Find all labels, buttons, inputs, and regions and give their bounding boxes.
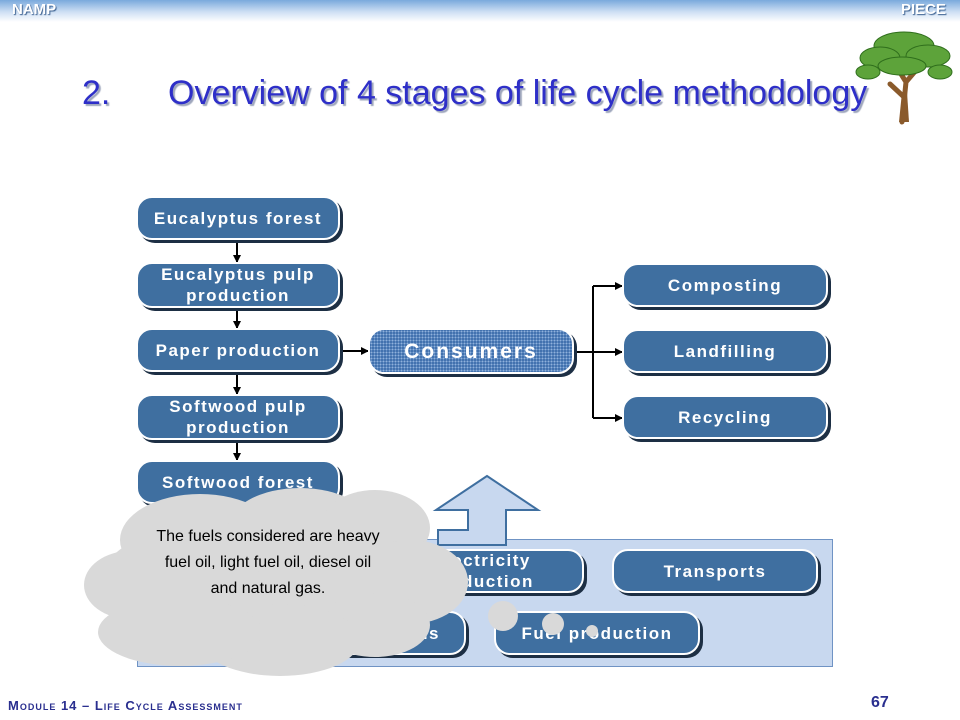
footer-page-number: 67 [871, 694, 889, 711]
title-text: Overview of 4 stages of life cycle metho… [168, 74, 868, 112]
title-number: 2. [82, 74, 111, 112]
node-eucalyptus-pulp: Eucalyptus pulp production [136, 262, 340, 308]
node-composting: Composting [622, 263, 828, 307]
header-bar: NAMP PIECE [0, 0, 960, 22]
node-eucalyptus-forest: Eucalyptus forest [136, 196, 340, 240]
node-paper-production: Paper production [136, 328, 340, 372]
node-transports: Transports [612, 549, 818, 593]
footer-module: Module 14 – Life Cycle Assessment [8, 698, 243, 713]
node-consumers: Consumers [368, 328, 574, 374]
node-softwood-pulp: Softwood pulp production [136, 394, 340, 440]
tree-icon [855, 31, 953, 125]
header-right-label: PIECE [900, 1, 946, 18]
header-left-label: NAMP [12, 1, 57, 18]
node-recycling: Recycling [622, 395, 828, 439]
page-title: 2. Overview of 4 stages of life cycle met… [82, 74, 867, 113]
up-arrow [432, 474, 542, 546]
node-softwood-forest: Softwood forest [136, 460, 340, 504]
node-landfilling: Landfilling [622, 329, 828, 373]
callout-text: The fuels considered are heavy fuel oil,… [156, 528, 380, 597]
